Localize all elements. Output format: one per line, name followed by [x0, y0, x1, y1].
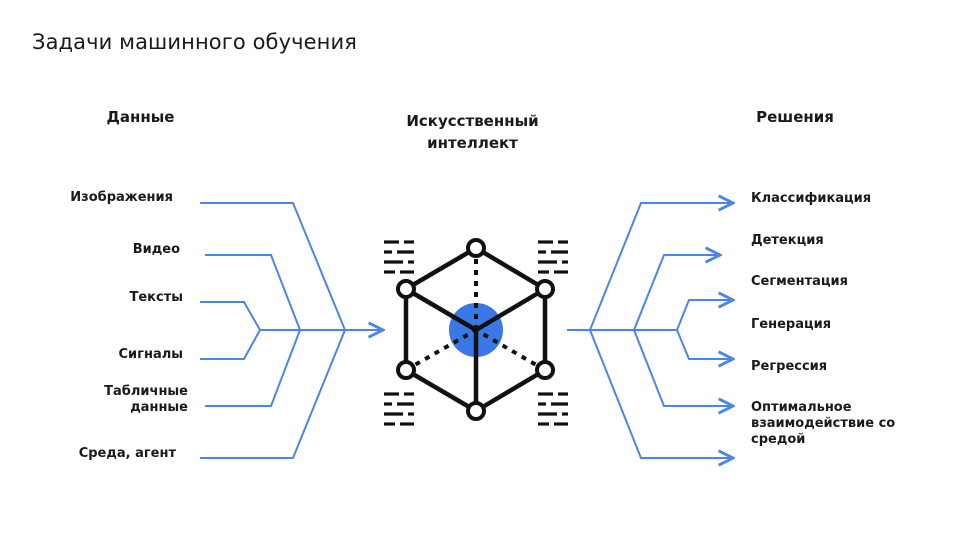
connector-environment: [200, 329, 346, 459]
output-label-generation: Генерация: [751, 317, 832, 332]
code-lines-icon: [538, 392, 568, 426]
code-lines-icon: [538, 240, 568, 274]
input-label-texts: Тексты: [129, 290, 183, 305]
code-lines-icon: [384, 240, 414, 274]
column-heading-ai: Искусственный интеллект: [406, 112, 539, 152]
output-label-optimal-interaction: Оптимальное взаимодействие со средой: [751, 400, 896, 447]
connector-detection: [633, 255, 720, 331]
column-heading-data: Данные: [106, 108, 175, 126]
connector-optimal: [633, 329, 733, 406]
output-label-detection: Детекция: [751, 233, 824, 248]
connector-segmentation: [676, 300, 733, 331]
input-label-tabular: Табличные данные: [104, 384, 188, 415]
connector-video: [205, 254, 301, 331]
connector-images: [200, 202, 346, 331]
connector-texts: [200, 301, 261, 331]
connector-environment-out: [589, 329, 733, 458]
output-connectors: [567, 203, 733, 458]
input-label-environment: Среда, агент: [78, 446, 176, 461]
input-connectors: [200, 202, 383, 459]
connector-tabular: [205, 329, 301, 407]
input-label-signals: Сигналы: [118, 347, 183, 362]
column-heading-solutions: Решения: [756, 108, 834, 126]
connector-regression: [676, 329, 733, 359]
input-label-images: Изображения: [70, 190, 173, 205]
connector-signals: [200, 329, 261, 360]
output-label-segmentation: Сегментация: [751, 274, 848, 289]
connector-classification: [589, 203, 733, 331]
ai-cube-icon: [396, 238, 555, 421]
page-title: Задачи машинного обучения: [32, 30, 357, 54]
output-label-regression: Регрессия: [751, 359, 828, 374]
input-label-video: Видео: [132, 242, 180, 257]
code-lines-icon: [384, 392, 414, 426]
output-label-classification: Классификация: [751, 191, 872, 206]
